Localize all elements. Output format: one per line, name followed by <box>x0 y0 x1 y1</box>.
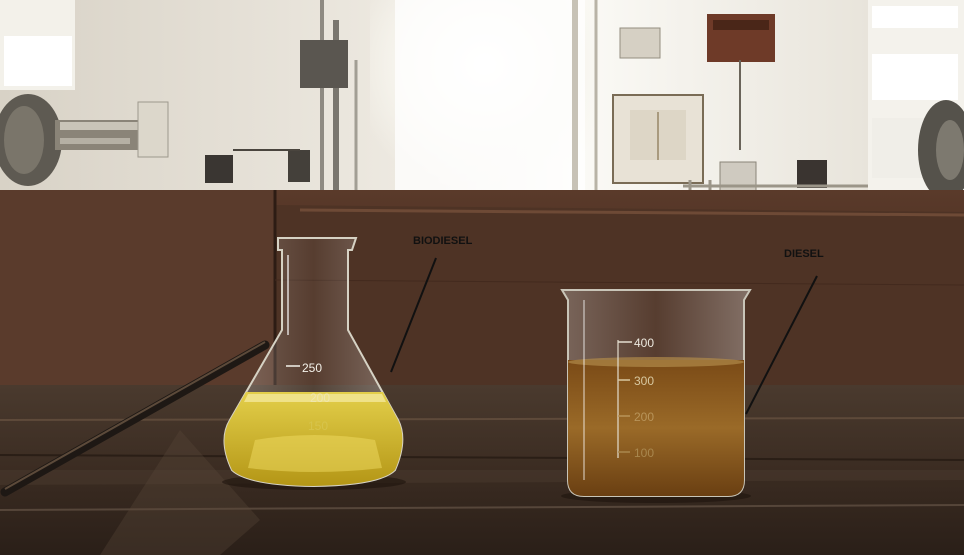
beaker-grad-300: 300 <box>634 374 654 388</box>
flask-grad-200: 200 <box>310 391 330 405</box>
biodiesel-label: BIODIESEL <box>413 235 473 247</box>
metal-rod <box>0 340 270 497</box>
flask-grad-250: 250 <box>302 361 322 375</box>
beaker-grad-200: 200 <box>634 410 654 424</box>
beaker-grad-400: 400 <box>634 336 654 350</box>
diesel-beaker: 400 300 200 100 <box>560 289 752 503</box>
flask-grad-150: 150 <box>308 419 328 433</box>
diesel-pointer <box>745 275 818 415</box>
switch-box <box>205 155 233 183</box>
cropped-caption-strip <box>0 0 964 10</box>
biodiesel-flask: 250 200 150 <box>222 237 406 490</box>
beaker-grad-100: 100 <box>634 446 654 460</box>
diesel-label: DIESEL <box>784 248 824 260</box>
biodiesel-pointer <box>390 257 437 373</box>
